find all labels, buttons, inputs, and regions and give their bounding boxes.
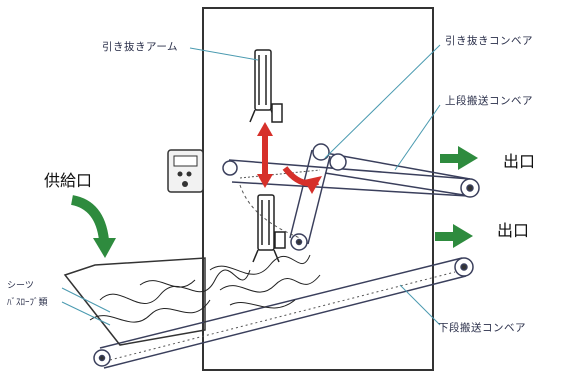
- label-lower-conveyor: 下段搬送コンベア: [438, 321, 526, 334]
- red-curved-arrow-icon: [282, 166, 322, 194]
- laundry-pile: [89, 254, 321, 323]
- label-sheet: シーツ: [7, 281, 34, 291]
- red-double-arrow-icon: [257, 122, 273, 188]
- supply-hopper: [63, 257, 206, 346]
- pull-out-conveyor: [289, 143, 331, 251]
- label-supply-port: 供給口: [44, 171, 92, 190]
- label-bathrobe: ﾊﾞｽﾛｰﾌﾞ類: [7, 297, 48, 308]
- arm-swing-path: [239, 184, 301, 239]
- control-panel-icon: [167, 149, 204, 193]
- upper-conveyor: [222, 151, 480, 198]
- label-outlet-lower: 出口: [497, 221, 529, 240]
- pull-arm-lower: [252, 194, 286, 263]
- lower-conveyor: [93, 257, 474, 369]
- label-upper-conveyor: 上段搬送コンベア: [445, 94, 533, 107]
- leader-lines: [61, 44, 441, 326]
- label-pull-conveyor: 引き抜きコンベア: [445, 34, 533, 47]
- machine-housing: [202, 7, 434, 371]
- green-arrow-icon: [440, 146, 478, 170]
- curved-green-arrow-icon: [70, 195, 116, 258]
- green-arrow-icon-lower: [435, 224, 473, 248]
- upper-conveyor-dots: [239, 169, 321, 179]
- label-pull-arm: 引き抜きアーム: [102, 40, 178, 53]
- pull-arm-upper: [249, 49, 283, 123]
- label-outlet-upper: 出口: [503, 152, 535, 171]
